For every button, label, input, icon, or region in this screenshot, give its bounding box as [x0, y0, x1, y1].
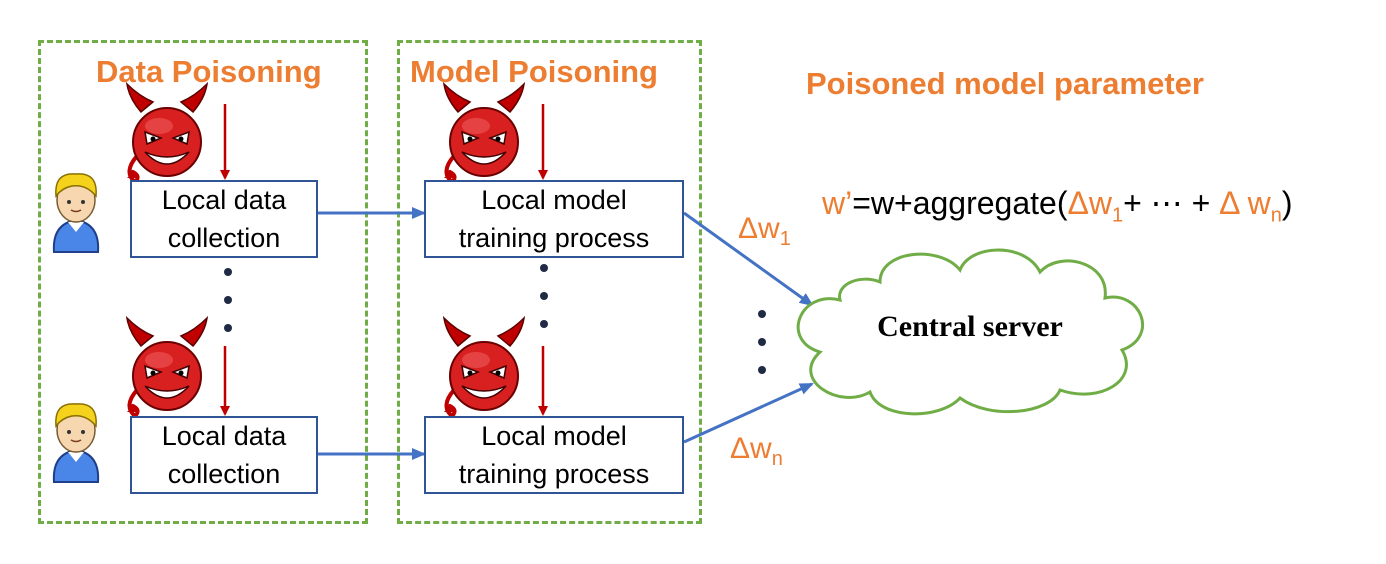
delta-label-sub: n	[771, 448, 783, 470]
user-icon	[52, 172, 100, 253]
model-poisoning-title: Model Poisoning	[410, 54, 658, 89]
formula-sub-1: 1	[1111, 204, 1124, 227]
ellipsis-dot	[758, 338, 766, 346]
formula-delta-n: Δ w	[1219, 185, 1271, 221]
formula-delta-1: Δw	[1067, 185, 1112, 221]
devil-icon	[125, 316, 209, 418]
local-data-collection-box-bottom: Local data collection	[130, 416, 318, 494]
ellipsis-dot	[224, 296, 232, 304]
delta-label-text: Δw	[730, 432, 772, 465]
ellipsis-dot	[758, 366, 766, 374]
formula-w-prime: w’	[822, 185, 853, 221]
devil-icon	[442, 82, 526, 184]
box-line: collection	[167, 459, 281, 489]
delta-label-text: Δw	[738, 212, 780, 245]
delta-w1-label: Δw1	[738, 212, 791, 251]
user-icon	[52, 402, 100, 483]
flow-arrow-model-to-server-top	[683, 211, 814, 307]
devil-icon	[125, 82, 209, 184]
box-line: Local model	[481, 185, 627, 215]
formula-sub-n: n	[1270, 204, 1282, 227]
ellipsis-dot	[540, 264, 548, 272]
ellipsis-dot	[224, 324, 232, 332]
formula-close: )	[1281, 185, 1293, 221]
local-model-training-box-bottom: Local model training process	[424, 416, 684, 494]
data-poisoning-title: Data Poisoning	[96, 54, 322, 89]
local-model-training-box-top: Local model training process	[424, 180, 684, 258]
poisoned-parameter-title: Poisoned model parameter	[806, 66, 1204, 101]
box-line: Local data	[161, 421, 287, 451]
box-line: Local data	[161, 185, 287, 215]
local-data-collection-box-top: Local data collection	[130, 180, 318, 258]
formula-middle: =w+aggregate(	[852, 185, 1068, 221]
box-line: Local model	[481, 421, 627, 451]
flow-arrow-model-to-server-bottom	[683, 382, 814, 444]
cloud-icon	[796, 248, 1144, 416]
devil-icon	[442, 316, 526, 418]
delta-wn-label: Δwn	[730, 432, 783, 471]
ellipsis-dot	[540, 292, 548, 300]
model-poisoning-zone	[397, 40, 702, 524]
formula-plus-dots: + ⋯ +	[1123, 185, 1220, 221]
ellipsis-dot	[540, 320, 548, 328]
ellipsis-dot	[224, 268, 232, 276]
box-line: collection	[167, 223, 281, 253]
data-poisoning-zone	[38, 40, 368, 524]
aggregation-formula: w’=w+aggregate(Δw1+ ⋯ + Δ wn)	[822, 184, 1293, 227]
delta-label-sub: 1	[779, 228, 791, 250]
ellipsis-dot	[758, 310, 766, 318]
box-line: training process	[458, 459, 650, 489]
central-server-label: Central server	[877, 310, 1063, 343]
box-line: training process	[458, 223, 650, 253]
